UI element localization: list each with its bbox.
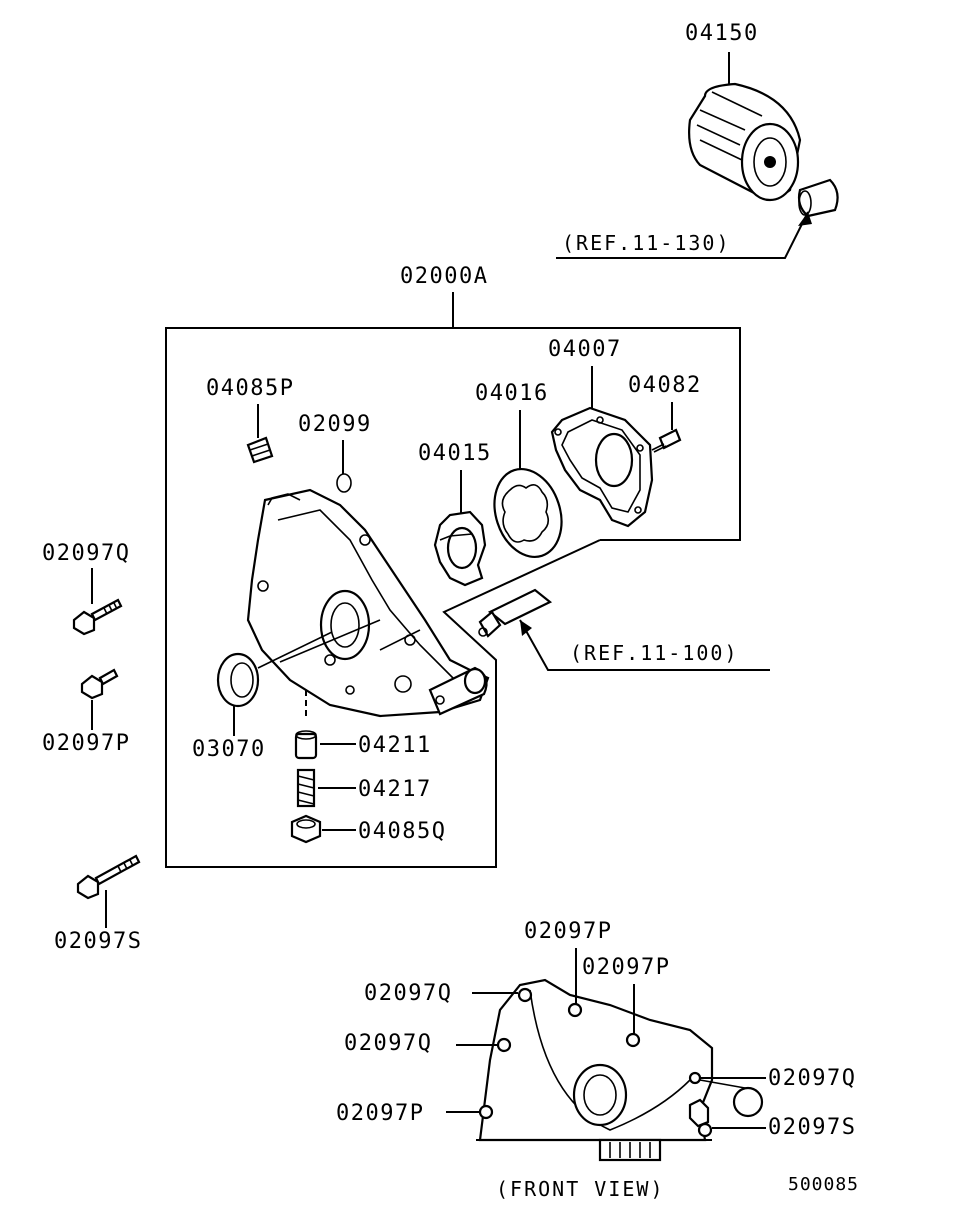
ref-strainer-label: (REF.11-100) (570, 641, 739, 665)
bolt-p-part (80, 668, 119, 700)
label-screw: 04082 (628, 373, 702, 398)
cover-plate-part (550, 406, 654, 528)
label-fv-bolt-p2: 02097P (582, 955, 670, 980)
label-oil-seal: 03070 (192, 737, 266, 762)
label-inner-rotor: 04015 (418, 441, 492, 466)
label-bolt-q: 02097Q (42, 541, 130, 566)
label-plug: 04085P (206, 376, 294, 401)
relief-plunger-part (294, 730, 318, 760)
relief-plug-part (290, 814, 322, 844)
strainer-part (478, 588, 553, 638)
ref-filter-leader (556, 211, 809, 259)
front-view-drawing (476, 978, 764, 1162)
plug-part (246, 436, 274, 464)
label-pump-assy: 02000A (400, 264, 488, 289)
bolt-s-part (76, 854, 141, 900)
relief-spring-part (296, 768, 316, 808)
label-bolt-s: 02097S (54, 929, 142, 954)
label-bolt-p: 02097P (42, 731, 130, 756)
outer-rotor-part (493, 467, 563, 559)
label-oil-filter: 04150 (685, 21, 759, 46)
diagram-code: 500085 (788, 1174, 859, 1195)
label-outer-rotor: 04016 (475, 381, 549, 406)
bolt-q-part (72, 598, 123, 636)
screw-part (651, 428, 682, 453)
label-fv-bolt-q3: 02097Q (768, 1066, 856, 1091)
oil-seal-part (216, 652, 260, 708)
o-ring-part (336, 473, 352, 493)
oil-pump-body (246, 488, 490, 718)
label-relief-plunger: 04211 (358, 733, 432, 758)
ref-filter-label: (REF.11-130) (562, 231, 731, 255)
label-fv-bolt-q2: 02097Q (344, 1031, 432, 1056)
label-fv-bolt-q1: 02097Q (364, 981, 452, 1006)
label-fv-bolt-p1: 02097P (524, 919, 612, 944)
pump-assy-frame (165, 327, 741, 868)
label-fv-bolt-s: 02097S (768, 1115, 856, 1140)
label-o-ring: 02099 (298, 412, 372, 437)
ref-filter-arrow (798, 212, 812, 226)
ref-strainer-arrow (520, 620, 532, 636)
oil-filter (688, 52, 839, 218)
label-relief-spring: 04217 (358, 777, 432, 802)
ref-strainer-leader (519, 619, 770, 671)
label-cover-plate: 04007 (548, 337, 622, 362)
label-fv-bolt-p3: 02097P (336, 1101, 424, 1126)
inner-rotor-part (433, 510, 487, 587)
label-relief-plug: 04085Q (358, 819, 446, 844)
front-view-caption: (FRONT VIEW) (496, 1177, 665, 1201)
